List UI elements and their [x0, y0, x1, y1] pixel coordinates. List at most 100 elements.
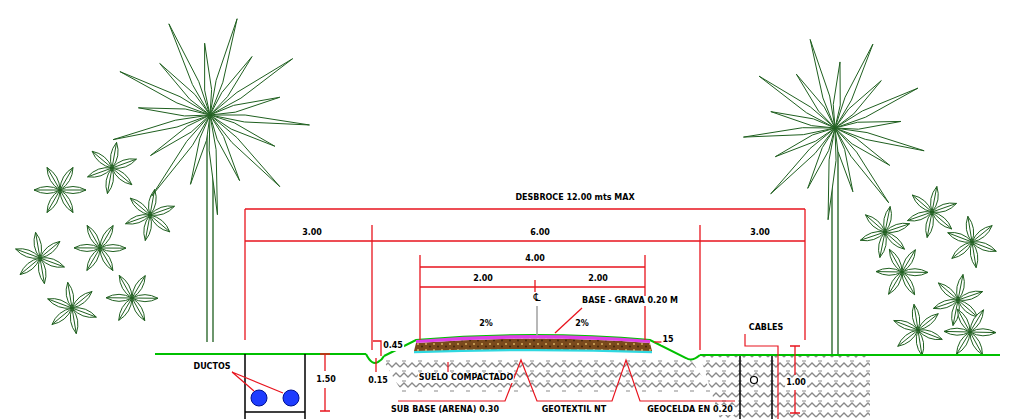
dimension: 4.00	[524, 254, 546, 264]
bush-leaf	[92, 151, 112, 168]
slope-label: 2%	[478, 319, 494, 329]
duct-pipe	[251, 390, 267, 406]
palm-frond	[835, 121, 901, 129]
palm-frond	[771, 128, 835, 194]
palm-frond	[209, 115, 217, 215]
palm-frond	[210, 97, 280, 115]
slope-label: 2%	[574, 319, 590, 329]
bush-leaf	[106, 294, 132, 301]
part-label: DUCTOS	[192, 362, 231, 372]
palm-illustration	[113, 19, 924, 355]
bush-leaf	[150, 215, 170, 232]
palm-frond	[210, 115, 280, 187]
bush-leaf	[885, 223, 910, 232]
layer-note: SUB BASE (ARENA) 0.30	[390, 405, 500, 415]
leader-line	[232, 372, 283, 393]
road-profile	[384, 335, 700, 359]
part-label: CABLES	[748, 323, 784, 333]
bush-leaf	[933, 300, 958, 309]
bush-leaf	[932, 203, 957, 212]
bush-leaf	[72, 291, 92, 308]
bush-leaf	[144, 215, 152, 241]
bush-leaf	[20, 258, 40, 275]
cable-symbol	[751, 377, 758, 384]
bush-leaf	[970, 242, 978, 268]
bush-leaf	[112, 159, 136, 169]
dimension: 1.50	[315, 375, 337, 385]
bush-leaf	[60, 167, 73, 190]
bush-leaf	[958, 291, 983, 300]
palm-frond	[835, 128, 889, 203]
dimension: 6.00	[529, 228, 551, 238]
cable-trench	[740, 356, 772, 419]
bush-leaf	[66, 282, 74, 308]
dimension: 0.45	[382, 341, 404, 351]
bush-leaf	[970, 332, 982, 355]
bush-leaf	[938, 283, 958, 300]
bush-leaf	[150, 206, 174, 215]
bush-leaf	[907, 212, 932, 221]
palm-frond	[113, 115, 210, 140]
duct-trench	[245, 354, 305, 419]
palm-frond	[169, 24, 210, 115]
bush-leaf	[34, 232, 42, 258]
bush-leaf	[902, 250, 915, 272]
bush-leaf	[972, 226, 992, 242]
bush-leaf	[88, 168, 112, 178]
layer-note: BASE - GRAVA 0.20 M	[581, 296, 679, 306]
bush-leaf	[132, 298, 145, 321]
leader-line	[745, 334, 778, 419]
bush-leaf	[130, 198, 150, 215]
dimension: 3.00	[301, 228, 323, 238]
bush-leaf	[47, 167, 60, 190]
bush-leaf	[898, 330, 918, 346]
ground-line	[155, 354, 1000, 355]
palm-frond	[205, 43, 212, 115]
palm-frond	[210, 59, 293, 115]
bush-leaf	[952, 242, 972, 258]
bush-leaf	[879, 232, 887, 257]
bush-leaf	[912, 304, 919, 330]
bush-leaf	[918, 314, 938, 330]
duct-pipe	[283, 390, 299, 406]
dimension: 3.00	[749, 228, 771, 238]
bush-leaf	[52, 308, 72, 325]
surface-layer	[416, 335, 650, 343]
leader-lines	[398, 360, 735, 401]
bush-leaf	[40, 241, 60, 258]
bush-leaf	[966, 216, 974, 242]
bush-leaf	[865, 215, 885, 232]
layer-note: GEOTEXTIL NT	[541, 405, 607, 415]
dimension: 2.00	[472, 274, 494, 284]
palm-frond	[160, 63, 210, 115]
dimension-lines	[245, 209, 805, 413]
palm-frond	[743, 128, 835, 137]
bush-leaf	[885, 232, 905, 249]
dimension-title: DESBROCE 12.00 mts MAX	[514, 193, 635, 203]
bush-leaf	[112, 168, 132, 185]
bush-leaf	[932, 212, 952, 229]
bush-leaf	[918, 330, 942, 340]
palm-frond	[810, 39, 835, 128]
dimension: 15	[661, 335, 674, 345]
bush-leaf	[87, 225, 100, 248]
palm-frond	[835, 81, 881, 128]
dimension: 2.00	[587, 274, 609, 284]
geotextile-layer	[414, 350, 652, 352]
bush-leaf	[60, 190, 73, 213]
bush-leaf	[40, 258, 64, 268]
centerline-symbol: ℄	[532, 292, 541, 304]
compacted-soil-hatch	[382, 358, 712, 392]
palm-frond	[835, 128, 853, 192]
centre-line	[536, 306, 538, 336]
bush-leaf	[889, 249, 902, 272]
bush-leaf	[912, 195, 932, 212]
bush-leaf	[958, 309, 970, 332]
dimension: 1.00	[785, 378, 807, 388]
dimension: 0.15	[367, 376, 389, 386]
layer-note: SUELO COMPACTADO	[418, 373, 514, 383]
bush-leaf	[100, 248, 113, 271]
bush-leaf	[70, 308, 78, 334]
